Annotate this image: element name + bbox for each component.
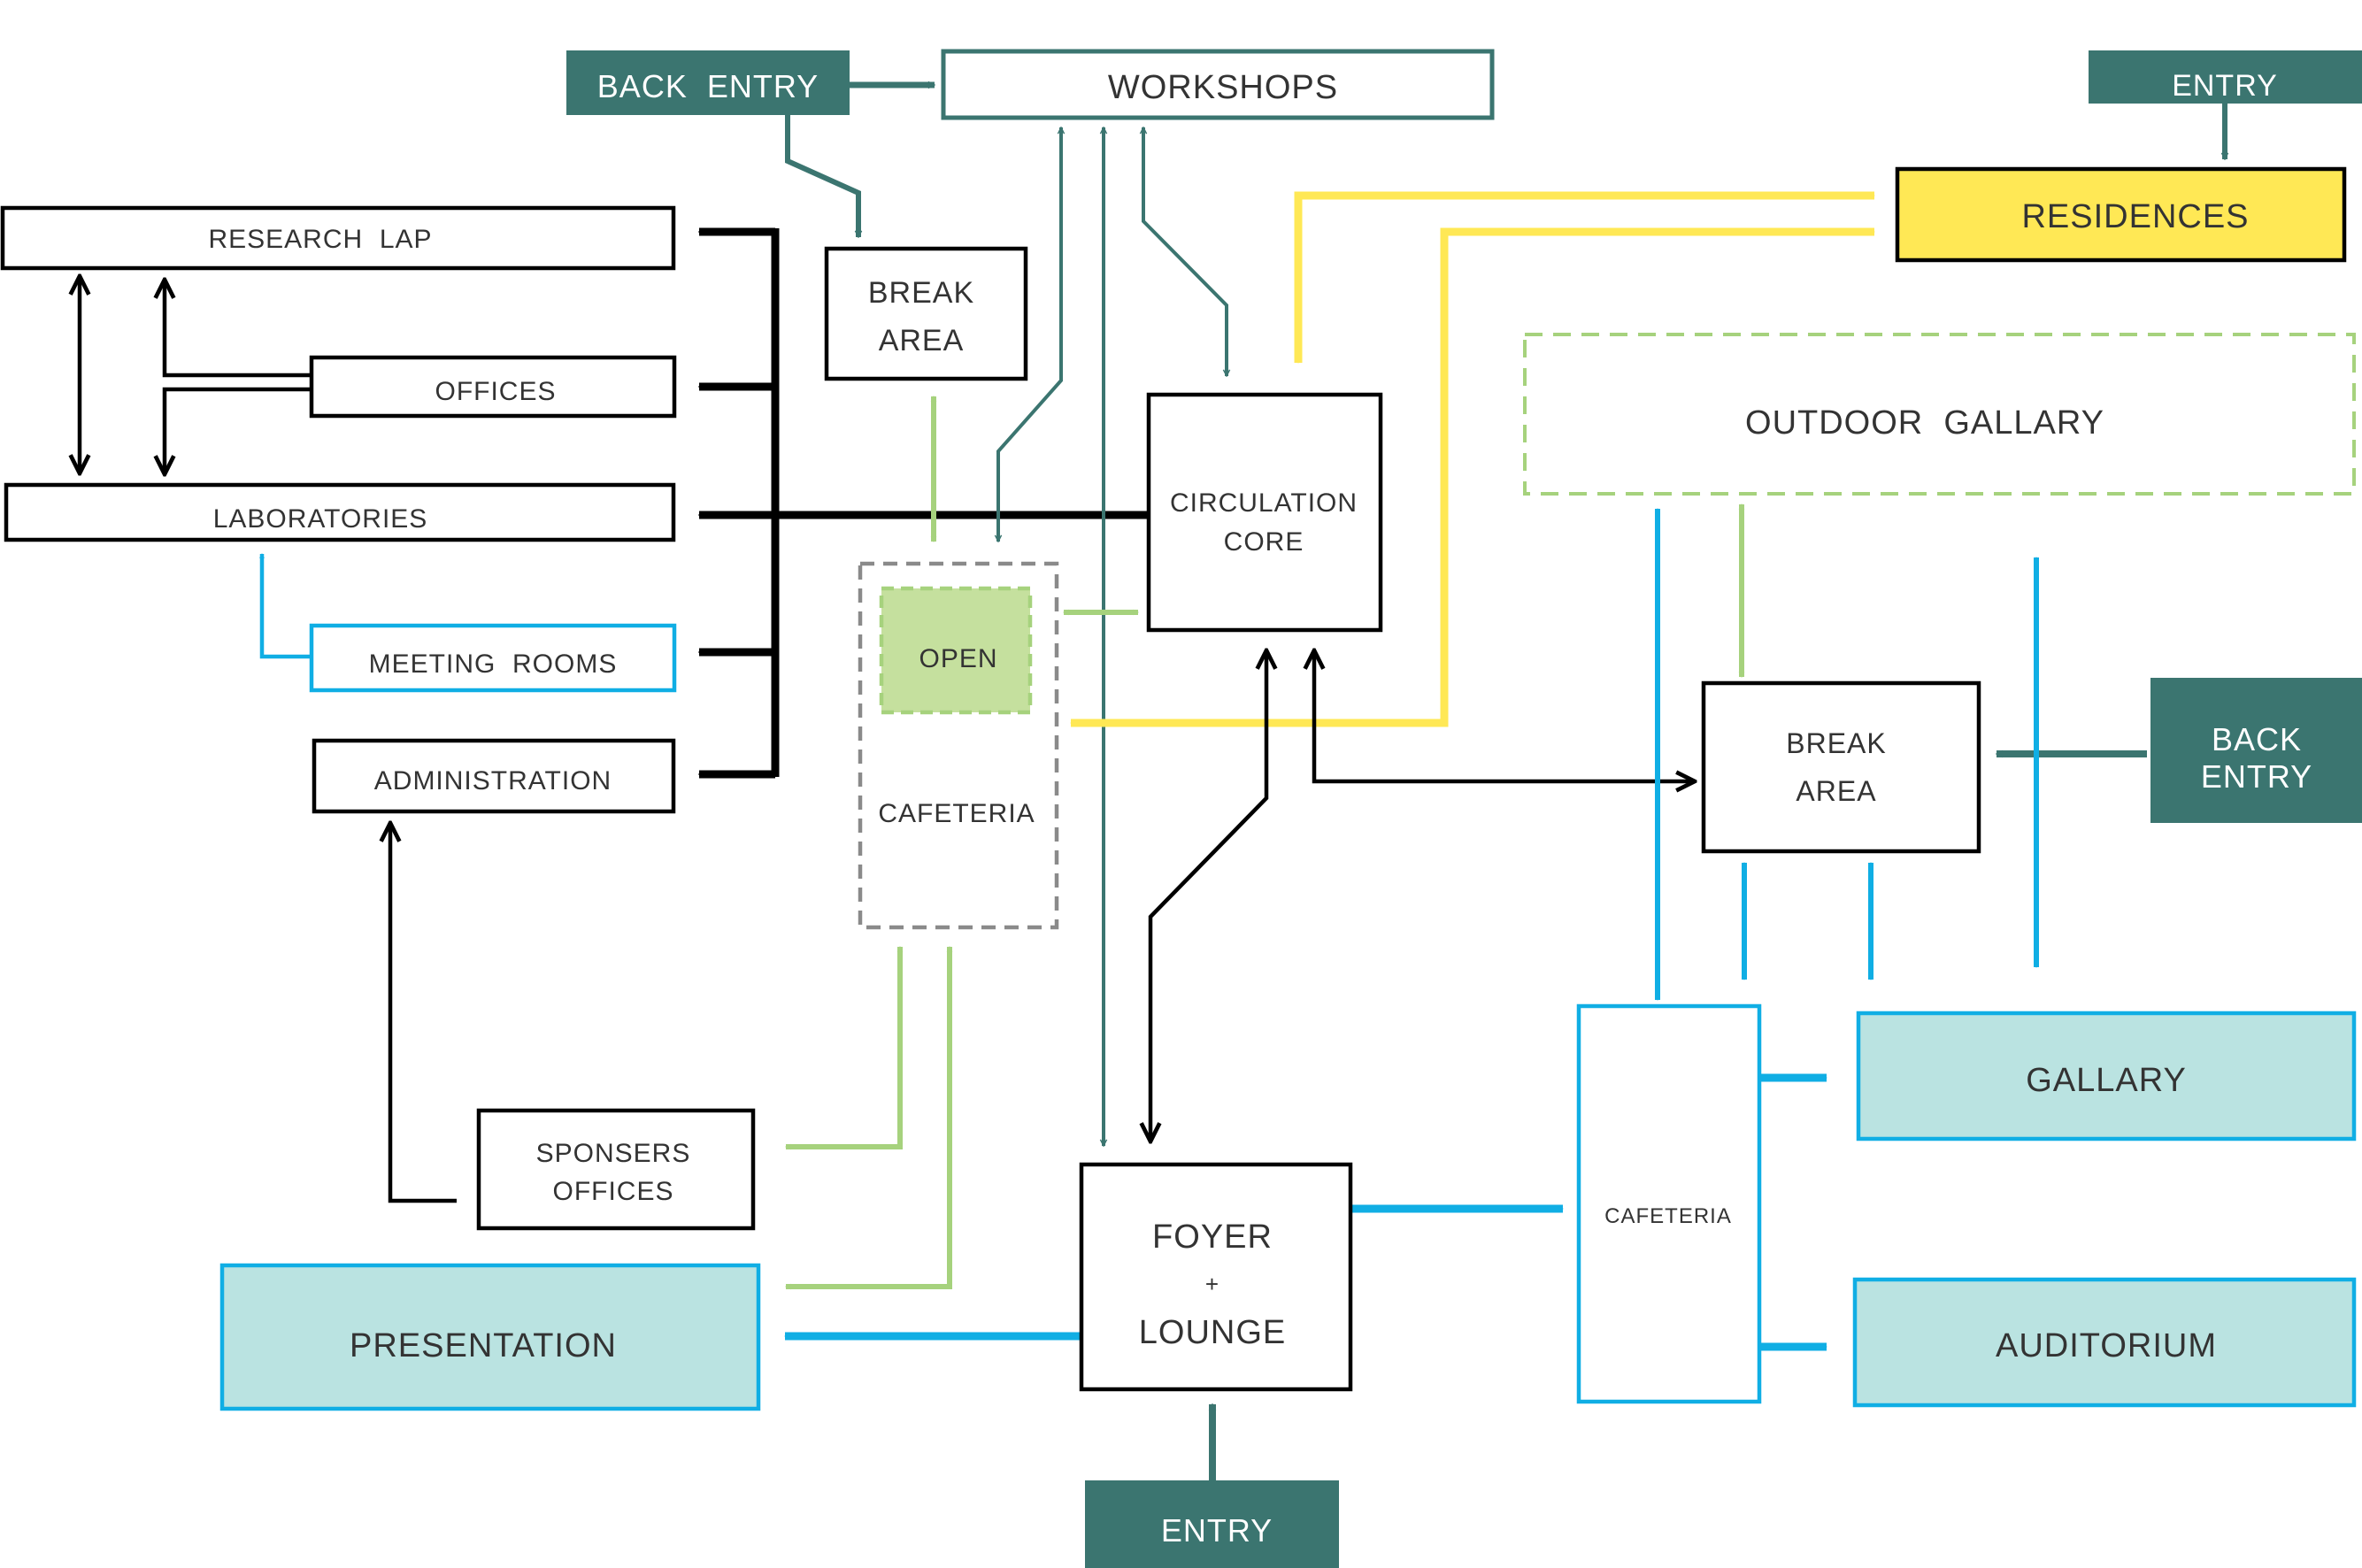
outdoor-gallary-box [1523,333,2356,496]
arrow-offices-to-laboratories [165,387,312,474]
foyer-lounge-label-1: FOYER [1152,1218,1273,1256]
laboratories-label: LABORATORIES [213,504,428,534]
break-area-right-label-1: BREAK [1786,727,1886,759]
open-label: OPEN [919,644,997,673]
offices-label: OFFICES [435,377,556,406]
sponsers-offices-box [476,1108,756,1231]
presentation-label: PRESENTATION [350,1327,617,1364]
arrow-sponsers-to-administration [390,823,457,1203]
research-lap-box [0,205,676,271]
circulation-core-label-2: CORE [1224,527,1304,557]
entry-top-box [2089,50,2362,104]
open-box [879,586,1033,715]
break-area-left-label-1: BREAK [868,276,974,310]
workshops-box [941,49,1495,120]
cafeteria-left-box [858,561,1059,930]
research-lap-label: RESEARCH LAP [208,225,432,254]
gallary-label: GALLARY [2026,1062,2187,1099]
gallary-box [1856,1011,2357,1141]
foyer-lounge-box [1079,1162,1353,1392]
workshops-label: WORKSHOPS [1108,69,1338,106]
break-area-right-box [1701,680,1981,854]
back-entry-right-box [2150,678,2362,823]
laboratories-box [4,482,676,542]
presentation-box [219,1263,761,1411]
break-area-right-label-2: AREA [1796,775,1876,807]
connectors [80,85,2225,1480]
arrow-workshops-to-cafeteria [998,127,1061,542]
meeting-rooms-label: MEETING ROOMS [369,649,618,679]
back-entry-right-label-2: ENTRY [2201,758,2312,795]
arrow-core-to-foyer [1150,650,1266,1141]
entry-bottom-label: ENTRY [1161,1512,1273,1549]
entry-top-label: ENTRY [2172,69,2278,103]
arrow-back-entry-to-break-area [785,115,858,237]
entry-bottom-box [1085,1480,1339,1568]
auditorium-box [1852,1277,2357,1408]
foyer-lounge-label-3: LOUNGE [1139,1314,1286,1351]
arrow-cafeteria-to-presentation [786,947,950,1287]
back-entry-top-label: BACK ENTRY [597,68,819,104]
auditorium-label: AUDITORIUM [1996,1327,2217,1364]
arrow-offices-to-research-lap [165,280,312,378]
arrow-workshops-to-circulation-core [1143,127,1227,376]
cafeteria-right-box [1576,1003,1762,1404]
break-area-left-box [824,246,1028,381]
back-entry-right-label-1: BACK [2212,721,2302,757]
nodes: BACK ENTRY WORKSHOPS ENTRY RESIDENCES RE… [0,49,2362,1568]
arrow-core-to-residences [1294,191,1874,363]
back-entry-top-box [566,50,850,115]
sponsers-offices-label-1: SPONSERS [536,1139,691,1168]
sponsers-offices-label-2: OFFICES [552,1177,673,1206]
circulation-core-label-1: CIRCULATION [1170,488,1358,518]
foyer-lounge-label-2: + [1205,1271,1219,1297]
break-area-left-label-2: AREA [879,324,965,357]
arrow-cafeteria-to-sponsers [786,947,900,1147]
cafeteria-right-label: CAFETERIA [1604,1204,1732,1228]
circulation-core-box [1146,392,1383,633]
arrow-meeting-rooms-to-laboratories [262,554,312,659]
outdoor-gallary-label: OUTDOOR GALLARY [1745,404,2104,442]
meeting-rooms-box [309,623,677,693]
residences-label: RESIDENCES [2021,198,2249,235]
residences-box [1895,166,2347,263]
offices-box [309,355,677,419]
cafeteria-left-label: CAFETERIA [878,799,1035,828]
administration-label: ADMINISTRATION [374,766,612,796]
arrow-core-to-break-area [1314,650,1695,781]
administration-box [312,738,676,814]
